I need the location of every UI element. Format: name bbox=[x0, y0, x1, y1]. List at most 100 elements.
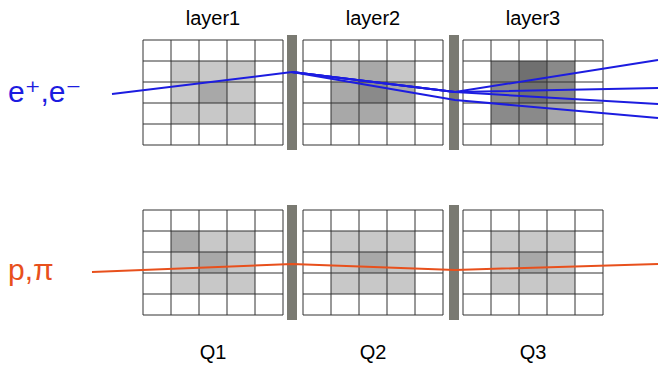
layer-label: layer1 bbox=[186, 8, 240, 28]
grid-line bbox=[171, 210, 172, 315]
grid-line bbox=[359, 40, 360, 145]
grid-line bbox=[303, 210, 304, 315]
cell-shade bbox=[227, 273, 255, 294]
grid-line bbox=[519, 210, 520, 315]
grid-line bbox=[255, 40, 256, 145]
grid-line bbox=[463, 294, 603, 295]
grid-line bbox=[143, 103, 283, 104]
cell-shade bbox=[519, 82, 547, 103]
cell-shade bbox=[331, 231, 359, 252]
absorber-plate bbox=[449, 205, 459, 320]
grid-line bbox=[283, 40, 284, 145]
cell-shade bbox=[359, 273, 387, 294]
grid-line bbox=[463, 82, 603, 83]
cell-shade bbox=[547, 231, 575, 252]
grid-line bbox=[575, 40, 576, 145]
grid-line bbox=[143, 210, 144, 315]
grid-line bbox=[547, 40, 548, 145]
cell-shade bbox=[491, 231, 519, 252]
cell-shade bbox=[171, 273, 199, 294]
cell-shade bbox=[519, 252, 547, 273]
cell-shade bbox=[199, 273, 227, 294]
cell-shade bbox=[491, 273, 519, 294]
grid-line bbox=[547, 210, 548, 315]
grid-line bbox=[143, 294, 283, 295]
cell-shade bbox=[227, 231, 255, 252]
grid-line bbox=[603, 210, 604, 315]
grid-line bbox=[143, 273, 283, 274]
cell-shade bbox=[199, 103, 227, 124]
cell-shade bbox=[171, 231, 199, 252]
cell-shade bbox=[547, 273, 575, 294]
grid-line bbox=[463, 145, 603, 146]
grid-line bbox=[491, 40, 492, 145]
cell-shade bbox=[387, 103, 415, 124]
cell-shade bbox=[199, 82, 227, 103]
grid-line bbox=[331, 40, 332, 145]
grid-line bbox=[143, 252, 283, 253]
grid-line bbox=[463, 231, 603, 232]
cell-shade bbox=[227, 252, 255, 273]
charge-label: Q3 bbox=[520, 342, 547, 362]
cell-shade bbox=[547, 61, 575, 82]
hadron-track bbox=[92, 264, 658, 272]
calorimeter-cell-grid bbox=[303, 40, 443, 145]
calorimeter-cell-grid bbox=[143, 40, 283, 145]
cell-shade bbox=[227, 82, 255, 103]
electron-track bbox=[292, 72, 658, 118]
cell-shade bbox=[359, 61, 387, 82]
cell-shade bbox=[519, 273, 547, 294]
grid-line bbox=[227, 40, 228, 145]
grid-line bbox=[359, 210, 360, 315]
layer-label: layer2 bbox=[346, 8, 400, 28]
cell-shade bbox=[359, 252, 387, 273]
calorimeter-cell-grid bbox=[143, 210, 283, 315]
calorimeter-cell-grid bbox=[463, 40, 603, 145]
cell-shade bbox=[387, 231, 415, 252]
grid-line bbox=[143, 61, 283, 62]
grid-line bbox=[283, 210, 284, 315]
grid-line bbox=[463, 252, 603, 253]
grid-line bbox=[303, 210, 443, 211]
grid-line bbox=[303, 61, 443, 62]
cell-shade bbox=[387, 252, 415, 273]
cell-shade bbox=[199, 61, 227, 82]
cell-shade bbox=[171, 61, 199, 82]
cell-shade bbox=[331, 103, 359, 124]
grid-line bbox=[303, 124, 443, 125]
absorber-plate bbox=[287, 35, 297, 150]
grid-line bbox=[519, 40, 520, 145]
cell-shade bbox=[359, 231, 387, 252]
grid-line bbox=[199, 40, 200, 145]
cell-shade bbox=[171, 252, 199, 273]
cell-shade bbox=[547, 252, 575, 273]
grid-line bbox=[575, 210, 576, 315]
particle-label: e⁺,e⁻ bbox=[8, 77, 81, 107]
cell-shade bbox=[547, 82, 575, 103]
grid-line bbox=[255, 210, 256, 315]
grid-line bbox=[227, 210, 228, 315]
grid-line bbox=[143, 124, 283, 125]
grid-line bbox=[491, 210, 492, 315]
grid-line bbox=[143, 40, 283, 41]
grid-line bbox=[143, 315, 283, 316]
particle-label: p,π bbox=[8, 255, 54, 285]
grid-line bbox=[603, 40, 604, 145]
grid-line bbox=[463, 210, 464, 315]
grid-line bbox=[443, 40, 444, 145]
cell-shade bbox=[199, 252, 227, 273]
cell-shade bbox=[519, 231, 547, 252]
calorimeter-cell-grid bbox=[303, 210, 443, 315]
cell-shade bbox=[199, 231, 227, 252]
grid-line bbox=[463, 124, 603, 125]
cell-shade bbox=[547, 103, 575, 124]
charge-label: Q2 bbox=[360, 342, 387, 362]
grid-line bbox=[463, 315, 603, 316]
absorber-plate bbox=[287, 205, 297, 320]
cell-shade bbox=[359, 103, 387, 124]
grid-line bbox=[443, 210, 444, 315]
charge-label: Q1 bbox=[200, 342, 227, 362]
electron-track bbox=[292, 72, 658, 104]
cell-shade bbox=[387, 273, 415, 294]
